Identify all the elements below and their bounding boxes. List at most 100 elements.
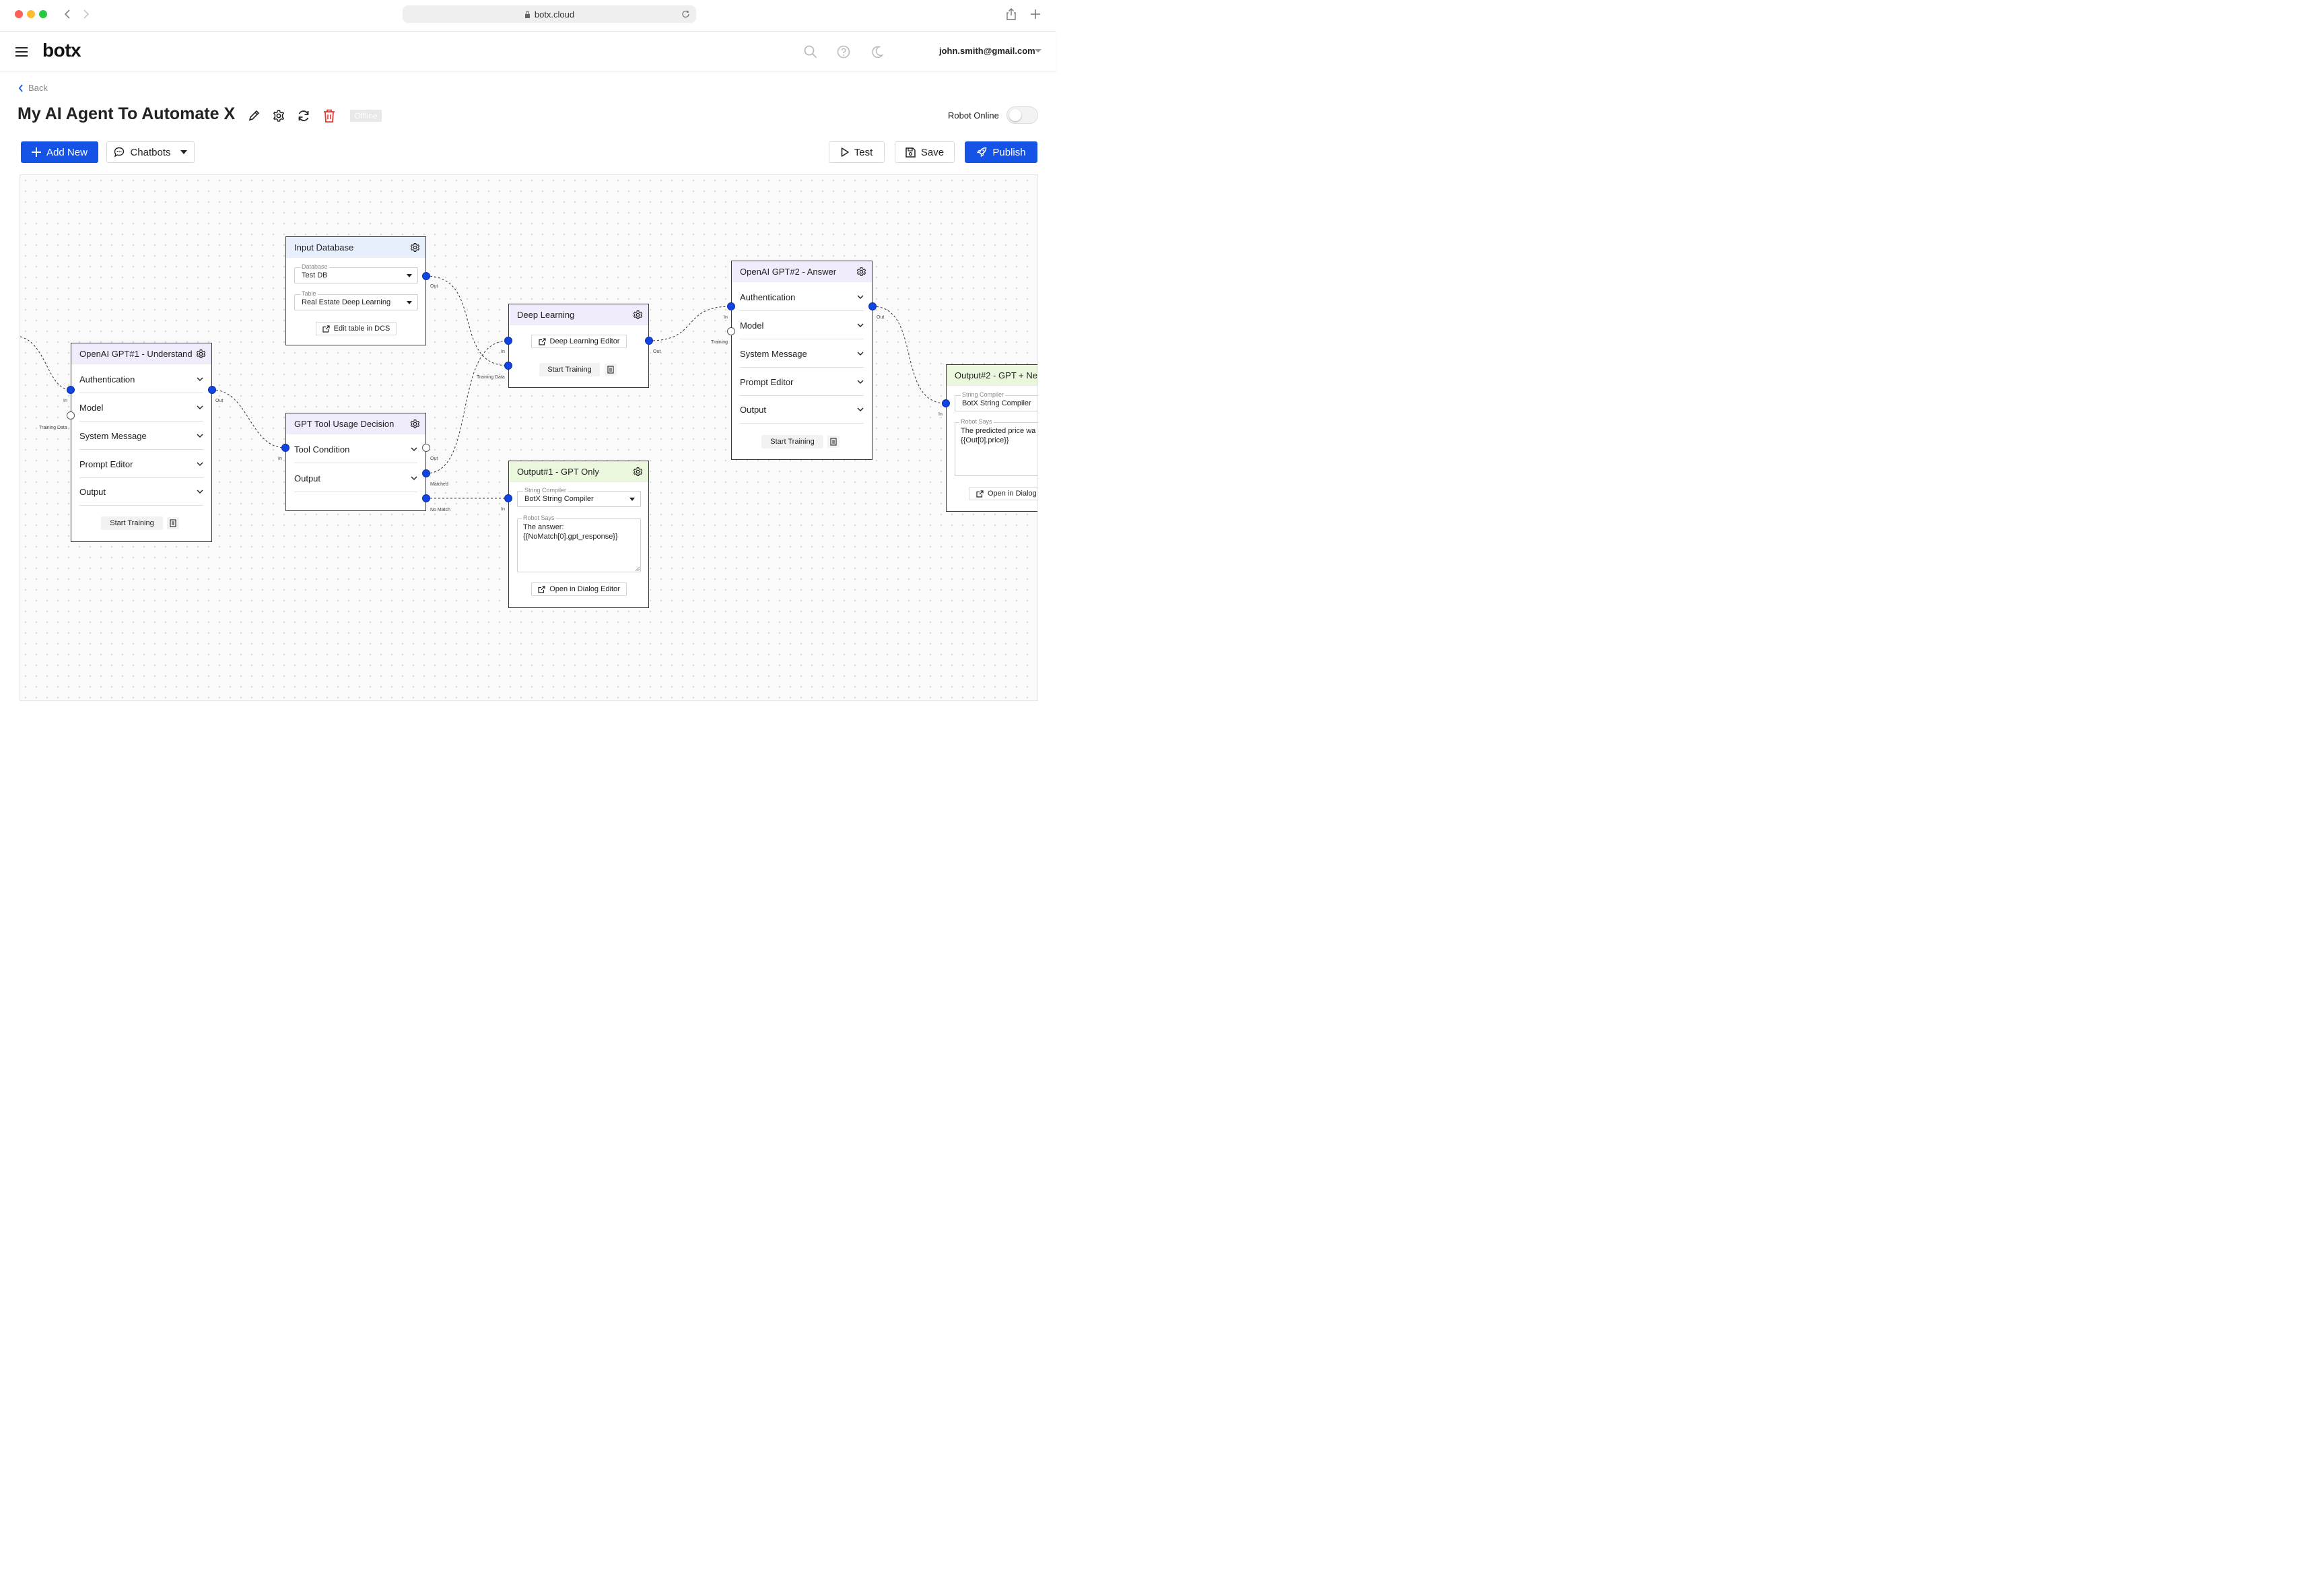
start-training-button[interactable]: Start Training bbox=[761, 435, 823, 448]
maximize-window-button[interactable] bbox=[39, 10, 47, 18]
input-db-out-port[interactable] bbox=[422, 272, 430, 280]
back-link[interactable]: Back bbox=[28, 83, 48, 93]
node-settings-gear-icon[interactable] bbox=[410, 419, 420, 429]
delete-trash-icon[interactable] bbox=[323, 109, 335, 123]
gpt2-in-port[interactable] bbox=[727, 302, 735, 310]
node-header[interactable]: GPT Tool Usage Decision bbox=[286, 413, 425, 434]
resize-handle-icon[interactable] bbox=[635, 566, 640, 572]
tool-in-port[interactable] bbox=[281, 444, 289, 452]
open-in-dialog-editor-button[interactable]: Open in Dialog bbox=[969, 487, 1037, 500]
robot-says-textarea[interactable]: Robot Says The predicted price wa {{Out[… bbox=[955, 418, 1037, 476]
deep-out-port[interactable] bbox=[645, 337, 653, 345]
save-button[interactable]: Save bbox=[895, 141, 955, 163]
search-icon[interactable] bbox=[804, 45, 817, 59]
reload-icon[interactable] bbox=[681, 9, 691, 19]
section-authentication[interactable]: Authentication bbox=[79, 366, 203, 393]
chatbots-dropdown-button[interactable]: Chatbots bbox=[106, 141, 195, 163]
tool-out-port[interactable] bbox=[422, 444, 430, 452]
deep-in-port[interactable] bbox=[504, 337, 512, 345]
wire-tool-to-deep bbox=[425, 340, 509, 474]
start-training-button[interactable]: Start Training bbox=[539, 363, 600, 376]
section-output[interactable]: Output bbox=[740, 396, 864, 424]
output1-in-port[interactable] bbox=[504, 494, 512, 502]
close-window-button[interactable] bbox=[15, 10, 23, 18]
test-button[interactable]: Test bbox=[829, 141, 885, 163]
port-label: Matched bbox=[430, 482, 448, 487]
start-training-button[interactable]: Start Training bbox=[101, 516, 163, 530]
node-output1[interactable]: Output#1 - GPT Only String Compiler BotX… bbox=[508, 461, 649, 608]
flow-canvas[interactable]: OpenAI GPT#1 - Understand Authentication… bbox=[20, 174, 1038, 701]
gpt2-training-port[interactable] bbox=[727, 327, 735, 335]
dropdown-caret-icon bbox=[407, 274, 412, 277]
share-icon[interactable] bbox=[1006, 8, 1017, 20]
node-settings-gear-icon[interactable] bbox=[633, 310, 643, 320]
edit-table-in-dcs-button[interactable]: Edit table in DCS bbox=[316, 322, 397, 335]
port-label: Out bbox=[653, 349, 661, 354]
node-settings-gear-icon[interactable] bbox=[410, 242, 420, 253]
section-model[interactable]: Model bbox=[740, 312, 864, 339]
section-prompt-editor[interactable]: Prompt Editor bbox=[79, 450, 203, 478]
robot-says-textarea[interactable]: Robot Says The answer: {{NoMatch[0].gpt_… bbox=[517, 514, 641, 572]
hamburger-menu-icon[interactable] bbox=[15, 47, 28, 57]
user-email[interactable]: john.smith@gmail.com bbox=[939, 46, 1035, 56]
help-icon[interactable] bbox=[837, 45, 850, 59]
gpt1-out-port[interactable] bbox=[208, 386, 216, 394]
database-select[interactable]: Database Test DB bbox=[294, 263, 418, 283]
training-log-button[interactable] bbox=[605, 364, 617, 376]
browser-back-icon[interactable] bbox=[63, 9, 71, 20]
section-prompt-editor[interactable]: Prompt Editor bbox=[740, 368, 864, 396]
node-settings-gear-icon[interactable] bbox=[856, 267, 866, 277]
node-header[interactable]: OpenAI GPT#1 - Understand bbox=[71, 343, 211, 364]
training-log-button[interactable] bbox=[167, 517, 179, 529]
section-model[interactable]: Model bbox=[79, 394, 203, 422]
section-system-message[interactable]: System Message bbox=[740, 340, 864, 368]
minimize-window-button[interactable] bbox=[27, 10, 35, 18]
section-authentication[interactable]: Authentication bbox=[740, 283, 864, 311]
node-header[interactable]: OpenAI GPT#2 - Answer bbox=[732, 261, 872, 282]
port-label: Out bbox=[877, 315, 885, 320]
node-gpt-tool-usage-decision[interactable]: GPT Tool Usage Decision Tool Condition O… bbox=[285, 413, 426, 511]
url-bar[interactable]: botx.cloud bbox=[403, 5, 696, 23]
node-settings-gear-icon[interactable] bbox=[633, 467, 643, 477]
deep-learning-editor-button[interactable]: Deep Learning Editor bbox=[531, 335, 627, 348]
section-tool-condition[interactable]: Tool Condition bbox=[294, 436, 417, 463]
node-header[interactable]: Output#2 - GPT + Neu bbox=[947, 365, 1037, 386]
node-deep-learning[interactable]: Deep Learning Deep Learning Editor Start… bbox=[508, 304, 649, 388]
section-system-message[interactable]: System Message bbox=[79, 422, 203, 450]
port-label: Out bbox=[430, 284, 438, 289]
section-output[interactable]: Output bbox=[79, 478, 203, 506]
new-tab-icon[interactable] bbox=[1031, 9, 1040, 19]
external-link-icon bbox=[538, 337, 546, 345]
back-chevron-icon[interactable] bbox=[18, 84, 24, 92]
node-output2[interactable]: Output#2 - GPT + Neu String Compiler Bot… bbox=[946, 364, 1037, 512]
user-menu-chevron-icon[interactable] bbox=[1035, 49, 1041, 53]
string-compiler-select[interactable]: String Compiler BotX String Compiler bbox=[955, 391, 1037, 411]
table-select[interactable]: Table Real Estate Deep Learning bbox=[294, 290, 418, 310]
node-header[interactable]: Input Database bbox=[286, 237, 425, 258]
settings-gear-icon[interactable] bbox=[272, 109, 285, 123]
node-header[interactable]: Output#1 - GPT Only bbox=[509, 461, 648, 482]
node-openai-gpt1[interactable]: OpenAI GPT#1 - Understand Authentication… bbox=[71, 343, 212, 542]
dark-mode-moon-icon[interactable] bbox=[870, 45, 884, 59]
node-openai-gpt2[interactable]: OpenAI GPT#2 - Answer Authentication Mod… bbox=[731, 261, 873, 460]
gpt1-in-port[interactable] bbox=[67, 386, 75, 394]
deep-training-data-port[interactable] bbox=[504, 362, 512, 370]
gpt2-out-port[interactable] bbox=[868, 302, 877, 310]
string-compiler-select[interactable]: String Compiler BotX String Compiler bbox=[517, 487, 641, 507]
node-settings-gear-icon[interactable] bbox=[196, 349, 206, 359]
browser-forward-icon[interactable] bbox=[82, 9, 90, 20]
gpt1-training-data-port[interactable] bbox=[67, 411, 75, 420]
output2-in-port[interactable] bbox=[942, 399, 950, 407]
sync-refresh-icon[interactable] bbox=[297, 109, 310, 123]
node-input-database[interactable]: Input Database Database Test DB Table Re… bbox=[285, 236, 426, 345]
publish-button[interactable]: Publish bbox=[965, 141, 1037, 163]
tool-no-match-port[interactable] bbox=[422, 494, 430, 502]
add-new-button[interactable]: Add New bbox=[21, 141, 98, 163]
tool-matched-port[interactable] bbox=[422, 469, 430, 477]
section-output[interactable]: Output bbox=[294, 465, 417, 492]
open-in-dialog-editor-button[interactable]: Open in Dialog Editor bbox=[531, 582, 627, 596]
training-log-button[interactable] bbox=[827, 436, 840, 448]
edit-pencil-icon[interactable] bbox=[248, 109, 261, 122]
node-header[interactable]: Deep Learning bbox=[509, 304, 648, 325]
robot-online-toggle[interactable] bbox=[1006, 106, 1038, 124]
